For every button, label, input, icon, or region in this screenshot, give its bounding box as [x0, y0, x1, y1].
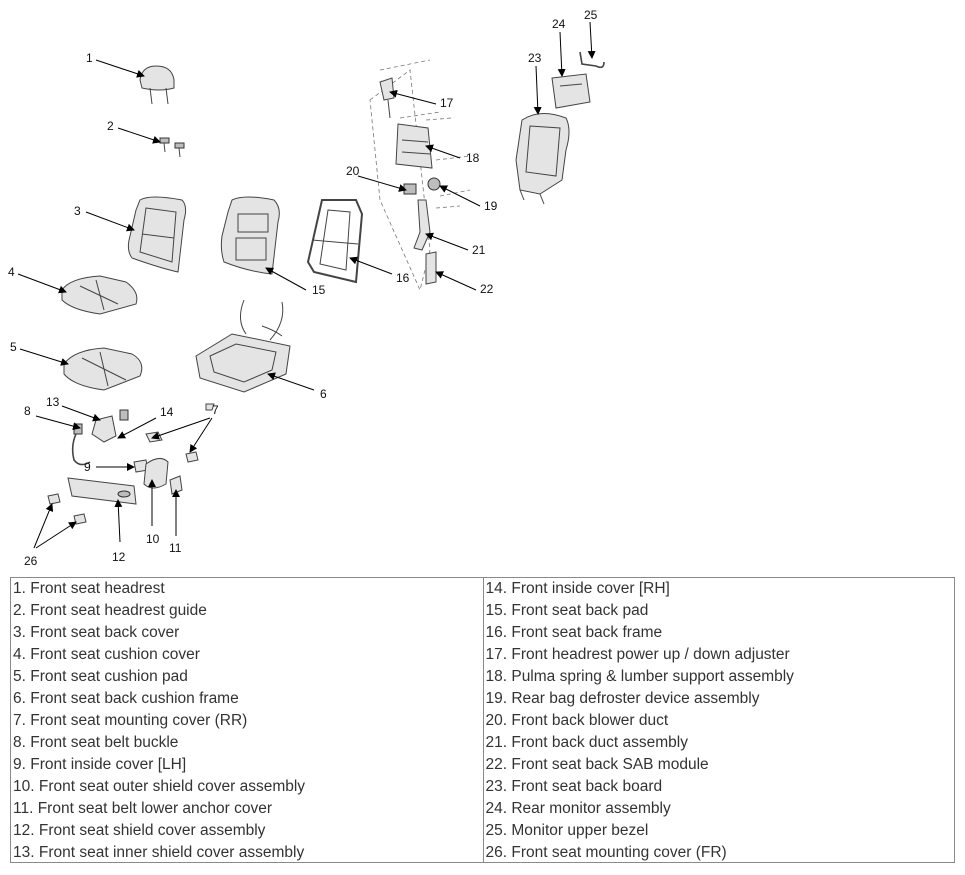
legend-item: 26. Front seat mounting cover (FR) — [485, 844, 727, 861]
legend-item: 14. Front inside cover [RH] — [485, 580, 670, 597]
callout-17: 17 — [440, 96, 454, 110]
legend-item: 19. Rear bag defroster device assembly — [485, 690, 760, 707]
callout-12: 12 — [112, 550, 126, 564]
part-inner-shield-cover — [91, 409, 129, 443]
legend-item: 1. Front seat headrest — [13, 580, 165, 597]
callout-20: 20 — [346, 164, 360, 178]
callout-25: 25 — [584, 8, 598, 22]
part-outer-shield-cover — [143, 458, 169, 489]
legend-column-right: 14. Front inside cover [RH] 15. Front se… — [482, 578, 955, 862]
part-back-blower-duct — [403, 183, 417, 195]
assembly-outline — [369, 69, 431, 292]
callout-26: 26 — [24, 554, 38, 568]
part-back-duct-assembly — [413, 199, 431, 251]
part-mounting-cover-rr — [185, 403, 215, 463]
callout-15: 15 — [312, 283, 326, 297]
legend-item: 15. Front seat back pad — [485, 602, 649, 619]
legend-item: 6. Front seat back cushion frame — [13, 690, 239, 707]
exploded-view-diagram: 1 2 3 4 5 6 7 8 9 10 11 12 13 14 15 16 1… — [8, 8, 605, 568]
part-headrest — [139, 65, 175, 105]
part-shield-cover — [67, 477, 137, 505]
callout-3: 3 — [74, 204, 81, 218]
legend-item: 22. Front seat back SAB module — [485, 756, 709, 773]
part-cushion-cover — [61, 275, 138, 315]
legend-item: 2. Front seat headrest guide — [13, 602, 207, 619]
callout-5: 5 — [10, 340, 17, 354]
callout-10: 10 — [146, 532, 160, 546]
legend-item: 11. Front seat belt lower anchor cover — [13, 800, 273, 817]
legend-item: 17. Front headrest power up / down adjus… — [485, 646, 790, 663]
legend-item: 18. Pulma spring & lumber support assemb… — [485, 668, 794, 685]
part-seat-back-pad — [220, 196, 280, 275]
callout-6: 6 — [320, 387, 327, 401]
legend-item: 24. Rear monitor assembly — [485, 800, 671, 817]
legend-item: 16. Front seat back frame — [485, 624, 663, 641]
legend-item: 12. Front seat shield cover assembly — [13, 822, 266, 839]
callout-19: 19 — [484, 199, 498, 213]
part-cushion-pad — [63, 347, 143, 391]
part-seat-back-board — [515, 113, 570, 205]
callout-4: 4 — [8, 265, 15, 279]
part-seat-belt-buckle — [71, 423, 91, 466]
part-monitor-upper-bezel — [579, 51, 605, 69]
legend-item: 20. Front back blower duct — [485, 712, 669, 729]
part-back-cushion-frame — [195, 299, 291, 393]
callout-7: 7 — [212, 403, 219, 417]
callout-8: 8 — [24, 404, 31, 418]
callout-23: 23 — [528, 51, 542, 65]
part-rear-monitor — [551, 73, 591, 109]
part-headrest-guide — [159, 137, 185, 158]
part-headrest-power-adjuster — [379, 77, 395, 119]
legend-item: 5. Front seat cushion pad — [13, 668, 188, 685]
callout-18: 18 — [466, 151, 480, 165]
callout-21: 21 — [472, 243, 486, 257]
part-defroster-device — [427, 177, 441, 191]
part-lumbar-support — [395, 123, 433, 169]
legend-item: 23. Front seat back board — [485, 778, 663, 795]
part-sab-module — [425, 251, 437, 285]
part-mounting-cover-fr — [47, 493, 87, 525]
legend-item: 9. Front inside cover [LH] — [13, 756, 187, 773]
callout-2: 2 — [107, 119, 114, 133]
callout-14: 14 — [160, 405, 174, 419]
legend-item: 21. Front back duct assembly — [485, 734, 688, 751]
legend-item: 7. Front seat mounting cover (RR) — [13, 712, 248, 729]
callout-1: 1 — [86, 51, 93, 65]
legend-column-left: 1. Front seat headrest 2. Front seat hea… — [11, 578, 483, 862]
legend-item: 13. Front seat inner shield cover assemb… — [13, 844, 305, 861]
callout-24: 24 — [552, 17, 566, 31]
parts-legend-table: 1. Front seat headrest 2. Front seat hea… — [10, 577, 955, 863]
callout-16: 16 — [396, 271, 410, 285]
callout-11: 11 — [169, 541, 182, 555]
callout-22: 22 — [480, 282, 494, 296]
callout-13: 13 — [46, 395, 60, 409]
legend-item: 3. Front seat back cover — [13, 624, 180, 641]
callout-labels: 1 2 3 4 5 6 7 8 9 10 11 12 13 14 15 16 1… — [8, 8, 598, 568]
legend-item: 8. Front seat belt buckle — [13, 734, 179, 751]
leader-lines — [17, 21, 596, 549]
legend-item: 10. Front seat outer shield cover assemb… — [13, 778, 306, 795]
part-seat-back-frame — [306, 199, 364, 284]
part-seat-back-cover — [127, 196, 187, 273]
legend-item: 25. Monitor upper bezel — [485, 822, 649, 839]
callout-9: 9 — [84, 460, 91, 474]
legend-item: 4. Front seat cushion cover — [13, 646, 200, 663]
